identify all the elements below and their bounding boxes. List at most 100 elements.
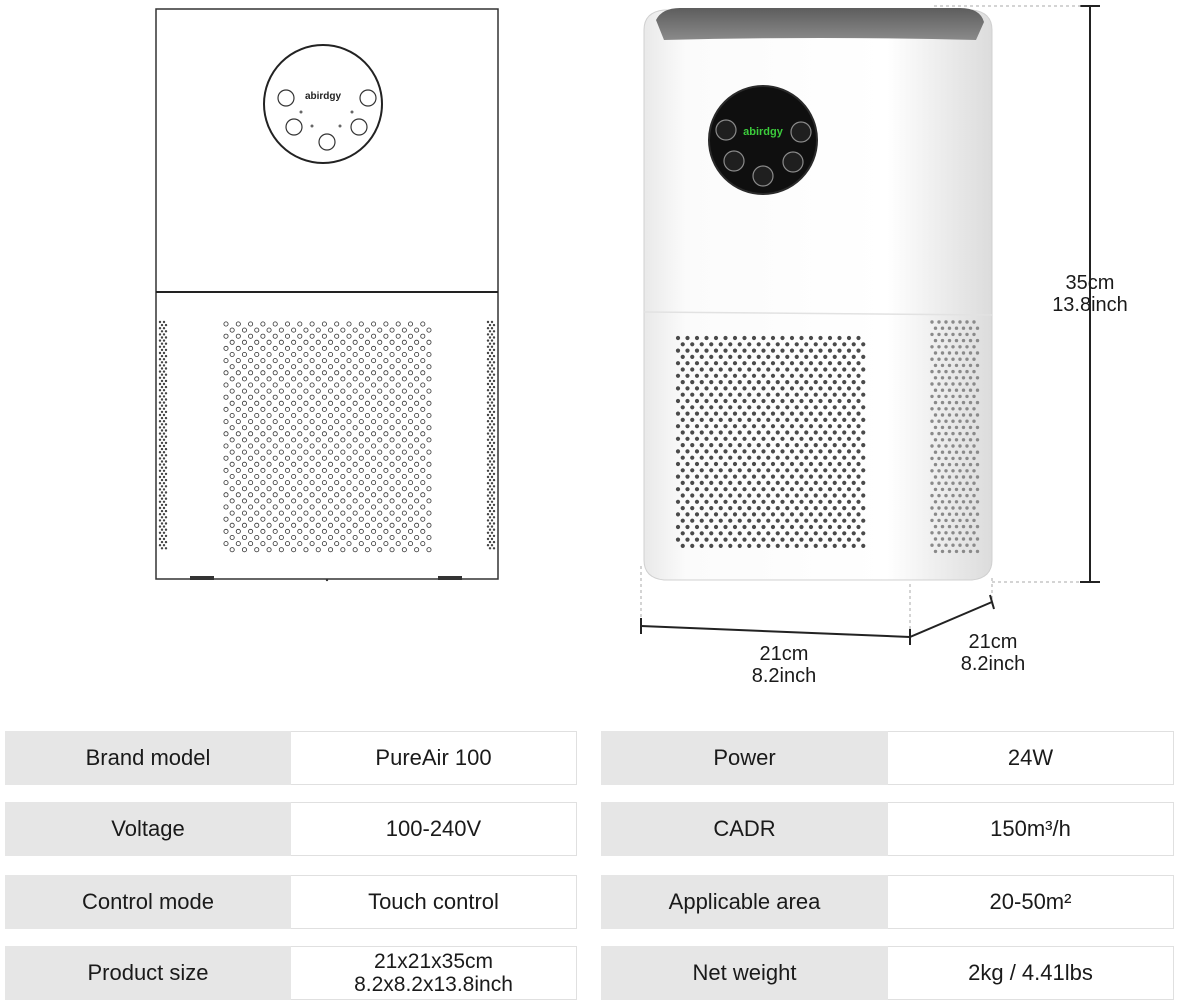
grille-hole [321,382,327,388]
grille-hole [383,333,389,339]
grille-hole [690,342,695,347]
grille-hole [321,516,327,522]
grille-hole [694,449,700,454]
grille-hole [315,486,321,492]
grille-hole [364,339,370,345]
grille-hole [690,468,695,473]
grille-hole [699,380,704,385]
grille-hole [158,389,162,392]
grille-hole [861,443,866,448]
grille-hole [334,480,340,486]
grille-hole [804,455,809,460]
grille-hole [488,466,492,469]
grille-hole [364,510,370,516]
grille-hole [383,321,389,327]
grille-hole [861,405,866,410]
grille-hole [272,333,278,339]
grille-hole [248,406,254,412]
grille-hole [954,351,959,355]
grille-hole [732,461,738,467]
grille-hole [158,420,162,423]
grille-hole [414,412,420,418]
grille-hole [401,412,407,418]
grille-hole [761,386,766,391]
grille-hole [490,506,494,510]
grille-hole [766,405,771,410]
grille-hole [718,380,723,385]
grille-hole [954,487,959,492]
grille-hole [346,419,352,425]
grille-hole [278,364,284,370]
grille-hole [162,333,166,336]
grille-hole [492,373,496,376]
grille-hole [968,462,973,467]
grille-hole [709,342,714,347]
grille-hole [309,467,315,473]
grille-hole [690,430,695,435]
grille-hole [940,326,945,330]
grille-hole [235,455,241,461]
grille-hole [241,498,247,504]
grille-hole [164,379,168,383]
grille-hole [861,518,866,523]
grille-hole [699,493,704,498]
grille-hole [160,410,164,414]
grille-hole [401,376,407,382]
grille-hole [940,537,945,541]
grille-hole [426,535,432,541]
grille-hole [254,400,260,406]
grille-hole [395,541,401,547]
grille-hole [940,388,945,392]
grille-hole [947,376,952,380]
grille-hole [954,549,959,554]
grille-hole [770,424,776,429]
grille-hole [944,369,948,374]
grille-hole [414,498,420,504]
grille-hole [358,504,364,510]
grille-hole [975,326,980,330]
grille-hole [358,419,364,425]
grille-hole [680,430,685,435]
grille-hole [968,400,973,405]
grille-hole [490,494,494,497]
grille-hole [799,449,804,454]
grille-hole [675,449,681,454]
grille-hole [813,380,818,385]
grille-hole [940,351,945,355]
grille-hole [235,382,241,388]
grille-hole [780,499,785,504]
grille-hole [770,499,776,504]
grille-hole [694,474,700,479]
grille-hole [718,531,723,536]
grille-hole [492,466,496,469]
grille-hole [278,412,284,418]
grille-hole [713,335,719,341]
grille-hole [713,348,719,353]
grille-hole [799,348,804,353]
front-view-line-drawing: abirdgy [155,8,499,582]
grille-hole [395,431,401,437]
grille-hole [761,512,766,517]
grille-hole [272,480,278,486]
sleep-button-icon [782,151,804,173]
grille-hole [309,516,315,522]
grille-hole [490,463,494,466]
grille-hole [951,369,955,374]
grille-hole [799,411,804,416]
grille-hole [704,512,709,517]
grille-hole [488,379,492,383]
grille-hole [254,461,260,467]
grille-hole [975,512,980,516]
grille-hole [389,522,395,528]
grille-hole [761,373,766,378]
grille-hole [837,461,842,467]
grille-hole [958,543,962,547]
grille-hole [961,400,966,405]
grille-hole [223,382,229,388]
grille-hole [770,398,776,404]
grille-hole [488,441,492,445]
grille-hole [488,330,492,333]
grille-hole [158,531,162,534]
grille-hole [490,500,494,503]
grille-hole [492,540,496,544]
